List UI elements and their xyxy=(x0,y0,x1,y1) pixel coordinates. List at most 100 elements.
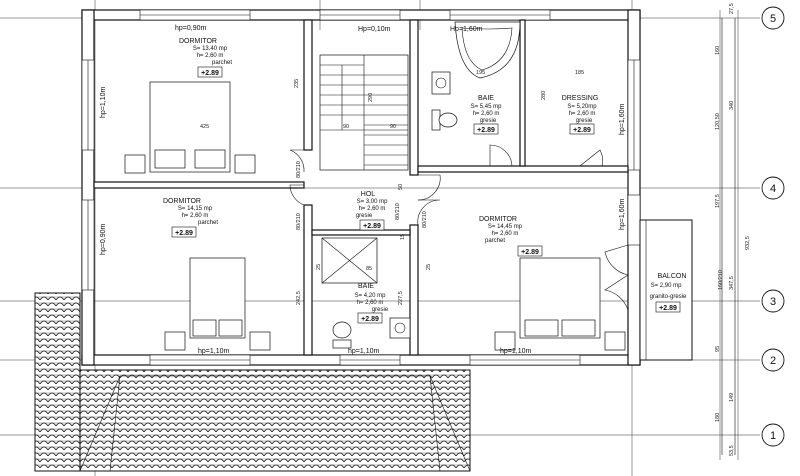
dorm3-name: DORMITOR xyxy=(479,216,517,223)
dorm3-floor: parchet xyxy=(485,238,505,244)
axis-markers xyxy=(761,6,785,447)
dim-door-balcon: 160/210 xyxy=(718,270,724,290)
sill-top-left: hp=0,90m xyxy=(175,25,206,32)
axdim-53: 53,5 xyxy=(729,445,735,456)
hol-level: +2.89 xyxy=(363,223,381,230)
hol-area: S= 3,00 mp xyxy=(357,199,389,205)
roof-tiles xyxy=(34,292,471,472)
dim-90b: 90 xyxy=(390,124,396,130)
plan-dimensions: 425 235 290 90 90 80/210 80/210 80/210 8… xyxy=(200,70,724,305)
toilet-icon xyxy=(431,109,458,131)
room-label-dorm1: DORMITOR S= 13,40 mp h= 2,60 m parchet +… xyxy=(179,38,232,78)
bed-dorm3 xyxy=(494,257,626,351)
dim-door2: 80/210 xyxy=(296,213,302,230)
dorm3-level: +2.89 xyxy=(521,249,539,256)
sill-left-upper: hp=1,10m xyxy=(100,87,107,118)
axdim-160: 160 xyxy=(715,46,721,55)
baie2-height: h= 2,60 m xyxy=(357,300,384,306)
hol-height: h= 2,60 m xyxy=(359,206,386,212)
dimension-chain xyxy=(721,18,736,455)
axis-5: 5 xyxy=(770,13,776,25)
windows xyxy=(81,9,641,366)
balcon-floor: granito-gresie xyxy=(650,294,687,300)
room-label-baie2: BAIE S= 4,20 mp h= 2,60 m gresie +2.89 xyxy=(355,283,389,324)
balcony xyxy=(639,219,693,361)
sill-bottom-left: hp=1,10m xyxy=(198,348,229,355)
bed-dorm2 xyxy=(164,257,271,351)
axdim-932: 932,5 xyxy=(745,236,751,250)
dim-door1: 80/210 xyxy=(296,161,302,178)
dorm1-level: +2.89 xyxy=(201,70,219,77)
dorm2-area: S= 14,15 mp xyxy=(178,206,213,212)
balcon-area: S= 2,90 mp xyxy=(651,283,683,289)
axis-3: 3 xyxy=(770,296,776,308)
axdim-180: 180 xyxy=(715,413,721,422)
dorm2-height: h= 2,60 m xyxy=(182,213,209,219)
axdim-197: 197,5 xyxy=(715,194,721,208)
axis-dimensions: 27,5 160 340 120,50 197,5 932,5 347,5 95… xyxy=(715,3,751,456)
axis-4: 4 xyxy=(770,183,776,195)
dim-25b: 25 xyxy=(426,264,432,270)
balcon-name: BALCON xyxy=(658,273,687,280)
window-sill-labels: hp=0,90m Hp=0,10m Hp=1,60m hp=1,10m hp=1… xyxy=(100,25,626,355)
dorm2-name: DORMITOR xyxy=(163,198,201,205)
axdim-347: 347,5 xyxy=(729,276,735,290)
axis-1: 1 xyxy=(770,430,776,442)
sink2-icon xyxy=(389,317,411,339)
sink-icon xyxy=(431,71,451,95)
dressing-name: DRESSING xyxy=(562,95,599,102)
hol-floor: gresie xyxy=(356,213,373,219)
baie1-area: S= 5,45 mp xyxy=(471,104,503,110)
dorm2-floor: parchet xyxy=(198,220,218,226)
dressing-area: S= 5,20mp xyxy=(567,104,597,110)
axdim-149: 149 xyxy=(729,393,735,402)
dorm1-height: h= 2,60 m xyxy=(197,53,224,59)
room-label-dorm3: DORMITOR S= 14,45 mp h= 2,60 m parchet +… xyxy=(479,216,543,257)
dim-door3: 80/210 xyxy=(395,203,401,220)
bed-dorm1 xyxy=(124,81,256,174)
room-label-hol: HOL S= 3,00 mp h= 2,60 m gresie +2.89 xyxy=(356,191,389,231)
dorm1-area: S= 13,40 mp xyxy=(193,46,228,52)
dorm3-height: h= 2,60 m xyxy=(492,231,519,237)
baie2-area: S= 4,20 mp xyxy=(355,293,387,299)
dim-235: 235 xyxy=(294,79,300,88)
dim-425: 425 xyxy=(200,124,209,130)
baie1-floor: gresie xyxy=(480,118,497,124)
dim-242: 242,5 xyxy=(296,291,302,305)
dim-15: 15 xyxy=(400,234,406,240)
axdim-top: 27,5 xyxy=(729,3,735,14)
baie1-name: BAIE xyxy=(478,95,494,102)
dim-227: 227,5 xyxy=(398,291,404,305)
dressing-level: +2.89 xyxy=(573,127,591,134)
dim-50: 50 xyxy=(398,184,404,190)
baie1-level: +2.89 xyxy=(477,127,495,134)
axis-numbers: 5 4 3 2 1 xyxy=(770,13,776,442)
dorm1-floor: parchet xyxy=(212,60,232,66)
sill-bottom-mid: hp=1,10m xyxy=(348,348,379,355)
dim-85: 85 xyxy=(366,266,372,272)
baie2-floor: gresie xyxy=(372,307,389,313)
staircase xyxy=(319,54,409,171)
dim-door4: 80/210 xyxy=(422,211,428,228)
dim-185: 185 xyxy=(575,70,584,76)
balcon-level: +2.89 xyxy=(659,305,677,312)
baie1-height: h= 2,60 m xyxy=(473,111,500,117)
room-label-dressing: DRESSING S= 5,20mp h= 2,60 m gresie +2.8… xyxy=(562,95,599,135)
toilet2-icon xyxy=(332,321,352,349)
room-label-baie1: BAIE S= 5,45 mp h= 2,60 m gresie +2.89 xyxy=(471,95,503,135)
sill-top-mid: Hp=0,10m xyxy=(358,26,391,33)
baie2-level: +2.89 xyxy=(361,316,379,323)
shower-icon xyxy=(321,237,378,284)
sill-left-lower: hp=0,90m xyxy=(100,224,107,255)
axdim-95: 95 xyxy=(715,346,721,352)
dorm1-name: DORMITOR xyxy=(179,38,217,45)
bathtub-icon xyxy=(454,21,521,79)
dim-90a: 90 xyxy=(343,124,349,130)
room-label-balcon: BALCON S= 2,90 mp granito-gresie +2.89 xyxy=(650,273,687,313)
dim-195: 195 xyxy=(476,70,485,76)
sill-top-right: Hp=1,60m xyxy=(450,26,483,33)
doors xyxy=(289,144,629,311)
dorm2-level: +2.89 xyxy=(175,230,193,237)
room-label-dorm2: DORMITOR S= 14,15 mp h= 2,60 m parchet +… xyxy=(163,198,218,238)
